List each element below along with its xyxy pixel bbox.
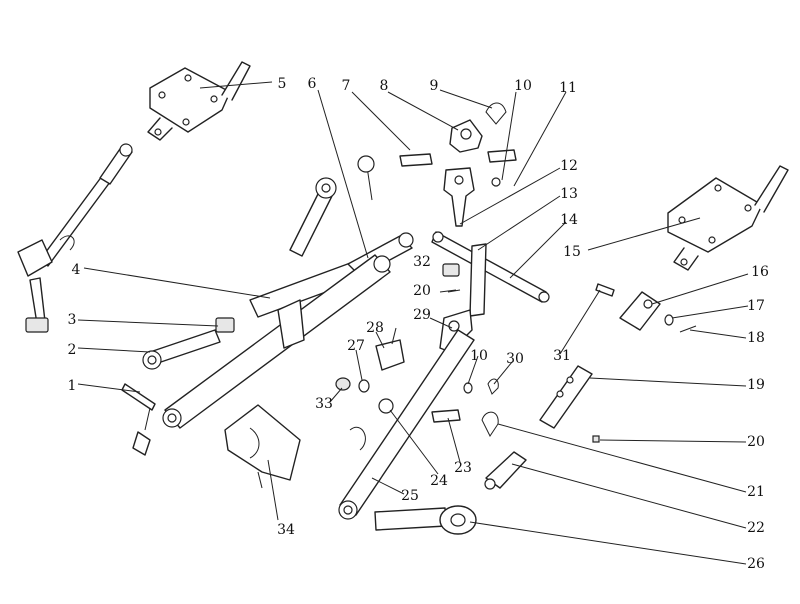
linch-pin-1 bbox=[121, 383, 156, 456]
callout-10-top: 10 bbox=[514, 78, 532, 94]
lower-link-right bbox=[338, 329, 475, 520]
washer-17 bbox=[664, 314, 674, 326]
callout-18: 18 bbox=[747, 330, 765, 346]
callout-27: 27 bbox=[347, 338, 365, 354]
stabilizer-chain bbox=[17, 143, 133, 333]
bolt-3 bbox=[215, 317, 235, 333]
mounting-plate-left bbox=[147, 61, 251, 141]
yoke-16 bbox=[619, 291, 661, 331]
callout-30: 30 bbox=[506, 351, 524, 367]
cross-shaft-14 bbox=[431, 231, 550, 317]
callout-8: 8 bbox=[379, 78, 389, 94]
callout-19: 19 bbox=[747, 377, 765, 393]
pin-23 bbox=[431, 409, 461, 423]
screw-20-top bbox=[439, 289, 457, 293]
callout-4: 4 bbox=[71, 262, 81, 278]
callout-17: 17 bbox=[747, 298, 765, 314]
callout-20-right: 20 bbox=[747, 434, 765, 450]
callout-28: 28 bbox=[366, 320, 384, 336]
callout-24: 24 bbox=[430, 473, 448, 489]
pin-18 bbox=[679, 325, 697, 333]
nut-32 bbox=[442, 263, 460, 277]
callout-23: 23 bbox=[454, 460, 472, 476]
clip-9 bbox=[485, 102, 507, 125]
callout-29: 29 bbox=[413, 307, 431, 323]
ball-end-2 bbox=[142, 329, 221, 370]
callout-7: 7 bbox=[341, 78, 351, 94]
callout-2: 2 bbox=[67, 342, 77, 358]
callout-25: 25 bbox=[401, 488, 419, 504]
bracket-8 bbox=[449, 119, 483, 153]
bracket-34 bbox=[224, 404, 301, 489]
washer-27 bbox=[358, 379, 370, 393]
callout-11: 11 bbox=[559, 80, 577, 96]
clip-21 bbox=[481, 411, 499, 437]
callout-3: 3 bbox=[67, 312, 77, 328]
callout-12: 12 bbox=[560, 158, 578, 174]
mounting-plate-right bbox=[667, 165, 789, 271]
callout-26: 26 bbox=[747, 556, 765, 572]
leader-lines bbox=[77, 81, 749, 565]
pivot-22 bbox=[484, 451, 527, 490]
yoke-12 bbox=[443, 167, 475, 227]
callout-34: 34 bbox=[277, 522, 295, 538]
lower-link-left bbox=[162, 254, 391, 429]
pin-7 bbox=[399, 153, 433, 167]
callout-14: 14 bbox=[560, 212, 578, 228]
callout-6: 6 bbox=[307, 76, 317, 92]
callout-32: 32 bbox=[413, 254, 431, 270]
extension-26 bbox=[374, 505, 477, 535]
callout-9: 9 bbox=[429, 78, 439, 94]
adjuster-19 bbox=[539, 365, 593, 429]
pin-31 bbox=[595, 283, 615, 297]
callout-16: 16 bbox=[751, 264, 769, 280]
callout-22: 22 bbox=[747, 520, 765, 536]
callout-1: 1 bbox=[67, 378, 77, 394]
pin-10-top bbox=[487, 149, 517, 187]
callout-20-center: 20 bbox=[413, 283, 431, 299]
callout-31: 31 bbox=[553, 348, 571, 364]
callout-13: 13 bbox=[560, 186, 578, 202]
washer-24 bbox=[378, 398, 394, 414]
washer-10-lower bbox=[463, 382, 473, 394]
callout-5: 5 bbox=[277, 76, 287, 92]
screw-20-right bbox=[592, 435, 600, 443]
latch-28 bbox=[375, 327, 405, 371]
callout-10-lower: 10 bbox=[470, 348, 488, 364]
nut-33 bbox=[335, 377, 351, 391]
callout-15: 15 bbox=[563, 244, 581, 260]
callout-33: 33 bbox=[315, 396, 333, 412]
callout-21: 21 bbox=[747, 484, 765, 500]
